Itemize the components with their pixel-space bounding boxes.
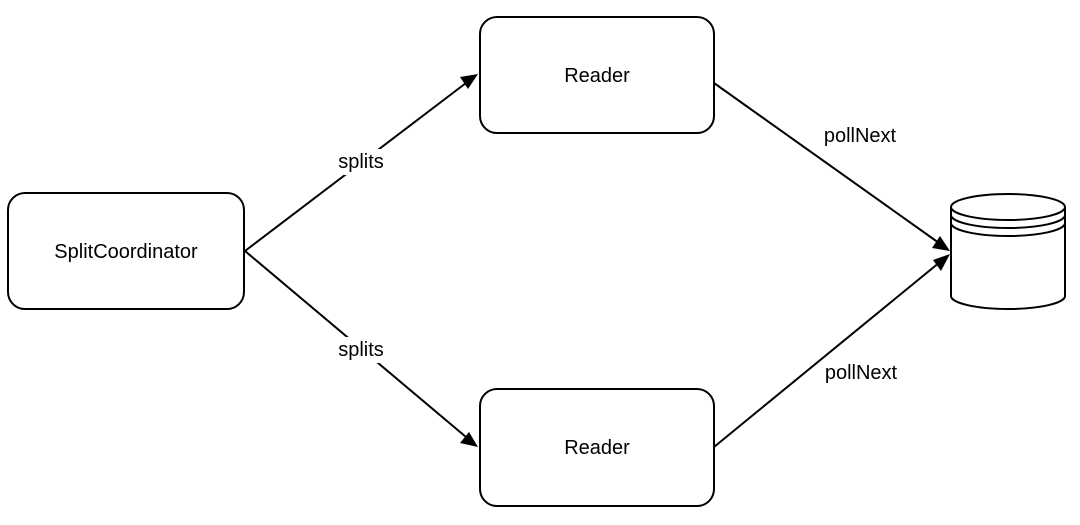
edge-label-pollnext-top: pollNext	[824, 125, 897, 147]
reader-bottom-label: Reader	[564, 437, 630, 459]
reader-bottom-box	[479, 388, 715, 507]
reader-top-label: Reader	[564, 65, 630, 87]
arrowhead-reader-bottom	[460, 432, 478, 447]
node-reader-bottom: Reader	[479, 388, 715, 507]
database-top	[950, 193, 1066, 221]
node-split-coordinator: SplitCoordinator	[7, 192, 245, 310]
database-body	[950, 207, 1066, 310]
arrowhead-storage-bottom	[933, 254, 950, 271]
node-reader-top: Reader	[479, 16, 715, 134]
edge-label-splits-bottom: splits	[338, 339, 384, 361]
arrowhead-storage-top	[932, 236, 950, 251]
database-ring-1	[950, 214, 1066, 229]
edge-reader-bottom-to-storage	[713, 261, 941, 448]
database-ring-2	[950, 222, 1066, 237]
split-coordinator-label: SplitCoordinator	[54, 241, 198, 263]
arrowhead-reader-top	[460, 74, 478, 89]
split-coordinator-box	[7, 192, 245, 310]
edge-reader-top-to-storage	[713, 82, 940, 244]
reader-top-box	[479, 16, 715, 134]
edge-labels: splits splits pollNext pollNext	[330, 125, 898, 384]
database-icon	[950, 193, 1066, 310]
edge-label-splits-top: splits	[338, 151, 384, 173]
edge-label-pollnext-bottom: pollNext	[825, 362, 898, 384]
